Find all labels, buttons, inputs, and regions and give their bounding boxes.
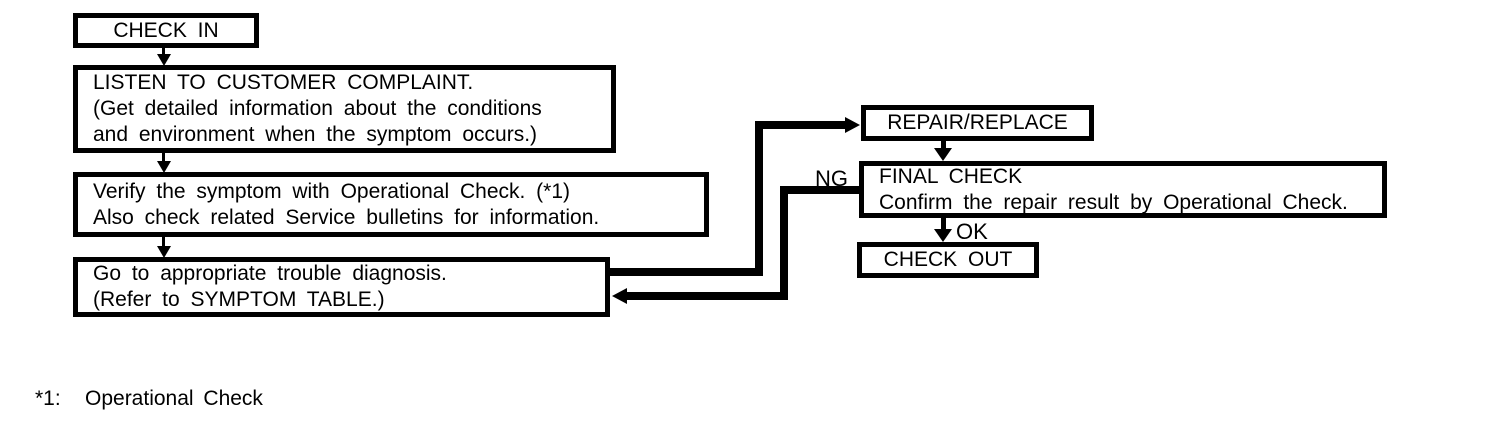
trouble-diagnosis-box: Go to appropriate trouble diagnosis. (Re… — [73, 257, 610, 317]
arrow-down-icon — [934, 148, 952, 161]
arrow-checkin-to-listen — [162, 48, 165, 56]
listen-complaint-box: LISTEN TO CUSTOMER COMPLAINT. (Get detai… — [73, 65, 616, 153]
check-out-box: CHECK OUT — [857, 242, 1039, 278]
goto-line-1: Go to appropriate trouble diagnosis. — [93, 262, 447, 285]
repair-replace-label: REPAIR/REPLACE — [887, 111, 1068, 134]
ok-label: OK — [956, 219, 988, 244]
footnote-marker: *1: — [35, 387, 61, 410]
connector-goto-to-repair-top — [763, 121, 846, 129]
verify-line-2: Also check related Service bulletins for… — [93, 205, 600, 229]
verify-symptom-box: Verify the symptom with Operational Chec… — [73, 172, 709, 237]
connector-ng-vertical — [780, 186, 788, 300]
arrow-right-icon — [845, 117, 860, 133]
verify-line-1: Verify the symptom with Operational Chec… — [93, 179, 571, 203]
listen-line-1: LISTEN TO CUSTOMER COMPLAINT. — [93, 71, 474, 94]
ng-label: NG — [815, 166, 848, 191]
connector-ng-return — [627, 292, 780, 300]
arrow-down-icon — [934, 229, 952, 242]
arrow-down-icon — [157, 246, 171, 258]
check-out-label: CHECK OUT — [883, 248, 1013, 271]
arrow-listen-to-verify — [162, 153, 165, 163]
arrow-down-icon — [157, 54, 171, 66]
listen-line-2: (Get detailed information about the cond… — [93, 97, 542, 120]
arrow-verify-to-goto — [162, 237, 165, 247]
connector-goto-to-repair-vertical — [755, 121, 763, 276]
repair-replace-box: REPAIR/REPLACE — [861, 105, 1094, 141]
arrow-left-icon — [612, 288, 627, 304]
goto-line-2: (Refer to SYMPTOM TABLE.) — [93, 288, 385, 311]
arrow-final-to-checkout — [941, 218, 946, 231]
connector-goto-to-repair-horizontal — [606, 268, 758, 276]
arrow-repair-to-final — [941, 141, 946, 150]
listen-line-3: and environment when the symptom occurs.… — [93, 123, 538, 146]
final-check-line-2: Confirm the repair result by Operational… — [879, 190, 1348, 214]
final-check-line-1: FINAL CHECK — [879, 164, 1023, 188]
check-in-box: CHECK IN — [73, 13, 259, 48]
final-check-box: FINAL CHECK Confirm the repair result by… — [859, 161, 1387, 218]
footnote-text: Operational Check — [85, 387, 263, 410]
connector-ng-horizontal — [786, 186, 861, 194]
check-in-label: CHECK IN — [113, 18, 219, 42]
arrow-down-icon — [157, 161, 171, 173]
